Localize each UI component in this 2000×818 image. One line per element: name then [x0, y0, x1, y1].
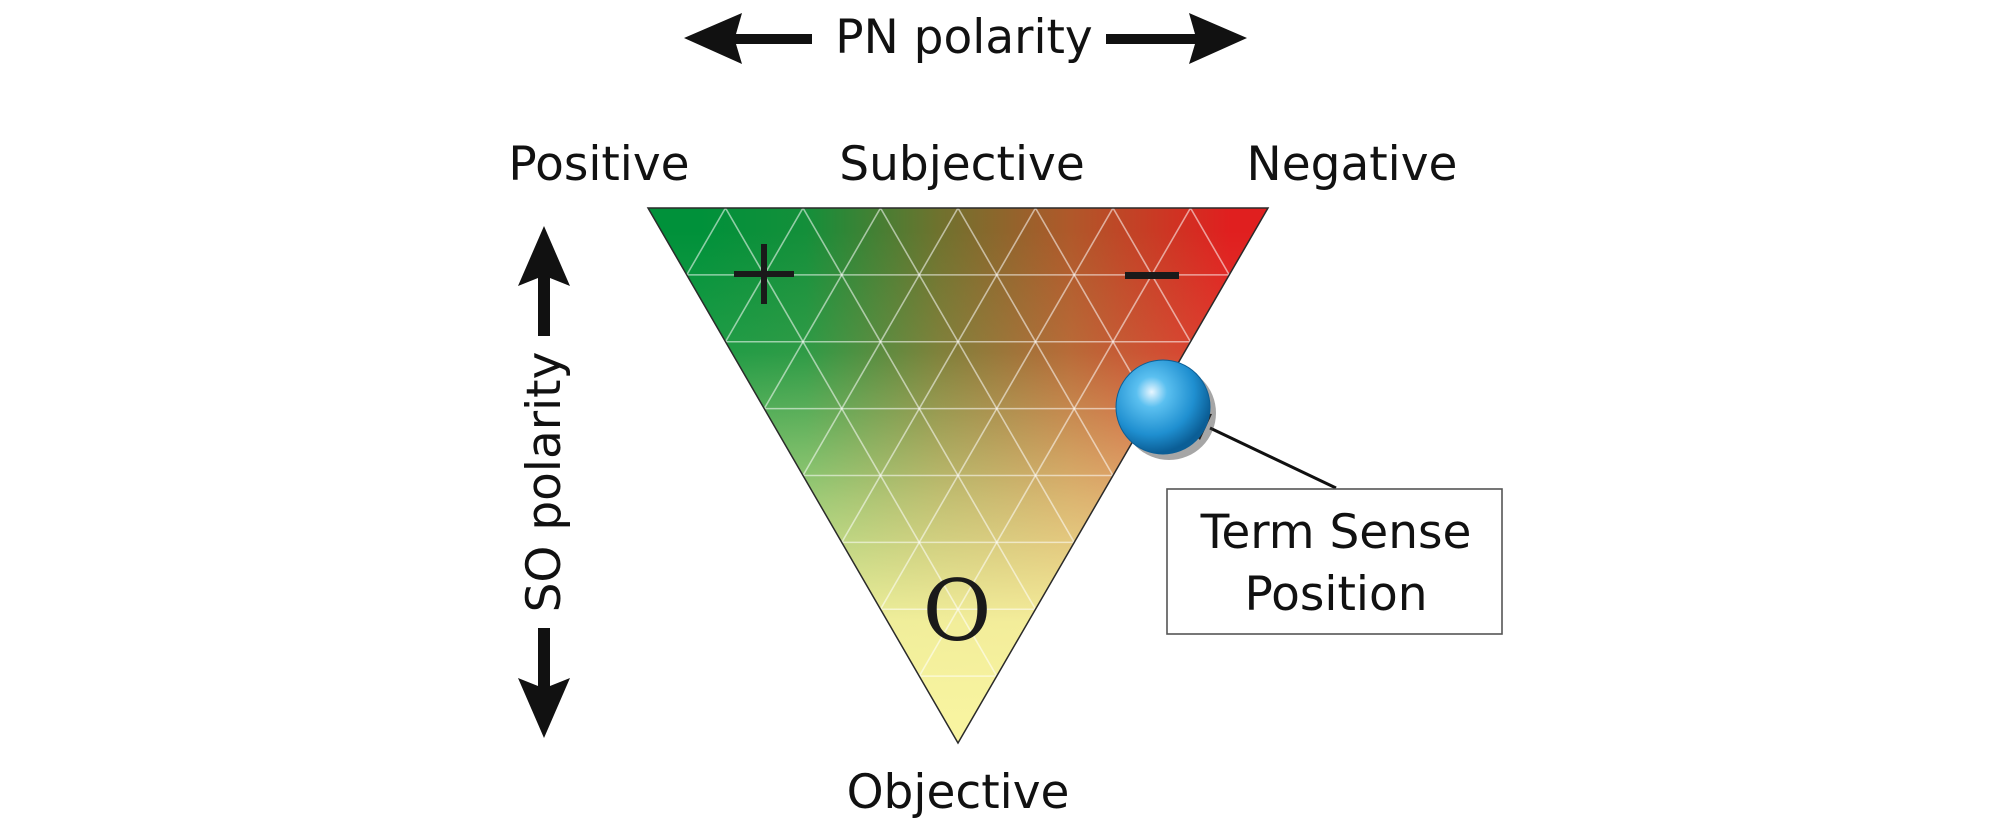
grid-line-diagonal	[724, 208, 998, 677]
grid-line-diagonal	[763, 208, 882, 410]
so-polarity-axis: SO polarity	[517, 226, 572, 738]
plus-sign-icon	[734, 244, 794, 304]
term-sense-marker	[1115, 359, 1216, 460]
objective-label: Objective	[847, 765, 1070, 818]
callout-line-2: Position	[1245, 567, 1428, 622]
so-polarity-label: SO polarity	[517, 352, 572, 613]
grid-line-diagonal	[918, 208, 1192, 677]
negative-label: Negative	[1247, 137, 1458, 192]
callout-box	[1166, 488, 1503, 635]
callout-line-1: Term Sense	[1200, 505, 1472, 560]
pn-left-arrow-icon	[684, 13, 812, 64]
subjective-label: Subjective	[839, 137, 1085, 192]
term-sense-callout: Term Sense Position	[1166, 488, 1503, 635]
pn-polarity-label: PN polarity	[835, 10, 1093, 65]
pn-polarity-axis: PN polarity	[684, 10, 1247, 65]
grid-line-diagonal	[686, 208, 727, 276]
so-up-arrow-icon	[518, 226, 570, 336]
grid-line-diagonal	[879, 208, 1075, 543]
minus-sign-icon	[1125, 272, 1179, 279]
so-down-arrow-icon	[518, 628, 570, 738]
grid-line-diagonal	[1189, 208, 1230, 276]
triangle-outline	[646, 207, 1270, 745]
grid-line-diagonal	[879, 208, 1114, 610]
grid-line-diagonal	[841, 208, 1037, 543]
polarity-triangle	[646, 207, 1270, 745]
grid-line-diagonal	[802, 208, 959, 476]
positive-label: Positive	[508, 137, 689, 192]
pn-right-arrow-icon	[1106, 13, 1247, 64]
objective-symbol: O	[923, 562, 992, 660]
